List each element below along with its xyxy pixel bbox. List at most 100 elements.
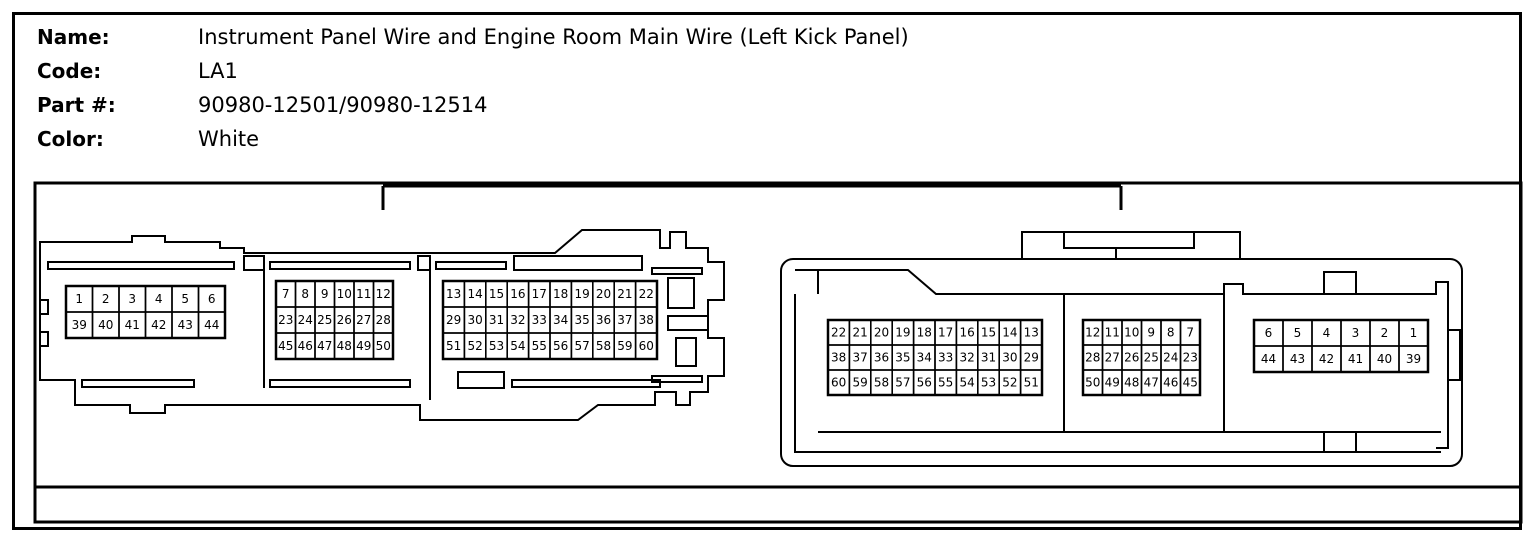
pin-number: 6 [208, 292, 216, 306]
pin-number: 43 [1290, 352, 1305, 366]
pin-number: 58 [596, 339, 611, 353]
pin-number: 46 [1163, 376, 1178, 390]
pin-number: 10 [337, 287, 352, 301]
pin-number: 42 [1319, 352, 1334, 366]
pin-number: 6 [1265, 326, 1273, 340]
pin-number: 34 [917, 351, 932, 365]
pin-number: 60 [831, 376, 846, 390]
pin-number: 27 [356, 313, 371, 327]
pin-number: 8 [1167, 326, 1175, 340]
pin-number: 51 [1024, 376, 1039, 390]
pin-number: 47 [1144, 376, 1159, 390]
pin-cell [1398, 345, 1429, 373]
pin-number: 29 [1024, 351, 1039, 365]
pin-number: 4 [1323, 326, 1331, 340]
pin-number: 2 [102, 292, 110, 306]
pin-number: 23 [1183, 351, 1198, 365]
pin-cell [634, 332, 658, 360]
pin-number: 39 [72, 318, 87, 332]
pin-number: 45 [278, 339, 293, 353]
pin-number: 22 [639, 287, 654, 301]
pin-number: 45 [1183, 376, 1198, 390]
pin-number: 47 [317, 339, 332, 353]
pin-number: 49 [1105, 376, 1120, 390]
pin-number: 12 [1085, 326, 1100, 340]
pin-number: 51 [446, 339, 461, 353]
pin-cell [1019, 369, 1043, 396]
pin-number: 37 [617, 313, 632, 327]
pin-number: 25 [317, 313, 332, 327]
pin-number: 52 [1002, 376, 1017, 390]
pin-number: 37 [852, 351, 867, 365]
pin-number: 57 [895, 376, 910, 390]
pin-number: 17 [938, 326, 953, 340]
pin-number: 22 [831, 326, 846, 340]
pin-number: 18 [917, 326, 932, 340]
pin-number: 9 [1147, 326, 1155, 340]
pin-number: 15 [981, 326, 996, 340]
pin-number: 16 [510, 287, 525, 301]
pin-number: 39 [1406, 352, 1421, 366]
pin-number: 24 [1163, 351, 1178, 365]
pin-number: 7 [282, 287, 290, 301]
right-connector-housing [780, 231, 1463, 467]
pin-number: 58 [874, 376, 889, 390]
pin-cell [197, 311, 226, 339]
pin-number: 30 [1002, 351, 1017, 365]
pin-number: 36 [874, 351, 889, 365]
pin-number: 3 [1352, 326, 1360, 340]
pin-number: 38 [831, 351, 846, 365]
pin-number: 30 [467, 313, 482, 327]
left-connector-housing [39, 229, 725, 421]
pin-number: 53 [981, 376, 996, 390]
pin-number: 40 [1377, 352, 1392, 366]
pin-number: 38 [639, 313, 654, 327]
pin-number: 2 [1381, 326, 1389, 340]
pin-number: 21 [617, 287, 632, 301]
pin-number: 25 [1144, 351, 1159, 365]
pin-number: 33 [532, 313, 547, 327]
pin-number: 33 [938, 351, 953, 365]
pin-number: 3 [128, 292, 136, 306]
pin-number: 24 [298, 313, 313, 327]
pin-number: 11 [1105, 326, 1120, 340]
pin-number: 13 [1024, 326, 1039, 340]
pin-number: 20 [596, 287, 611, 301]
pin-number: 16 [959, 326, 974, 340]
pin-number: 54 [510, 339, 525, 353]
pin-number: 1 [1410, 326, 1418, 340]
pin-number: 18 [553, 287, 568, 301]
pin-number: 21 [852, 326, 867, 340]
pin-number: 23 [278, 313, 293, 327]
pin-number: 14 [1002, 326, 1017, 340]
pin-number: 19 [574, 287, 589, 301]
pin-number: 1 [75, 292, 83, 306]
color-value: White [198, 127, 260, 151]
pin-number: 56 [917, 376, 932, 390]
pin-number: 27 [1105, 351, 1120, 365]
pin-number: 48 [337, 339, 352, 353]
pin-number: 53 [489, 339, 504, 353]
pin-number: 35 [574, 313, 589, 327]
pin-number: 40 [98, 318, 113, 332]
pin-number: 59 [852, 376, 867, 390]
pin-number: 12 [376, 287, 391, 301]
pin-number: 31 [489, 313, 504, 327]
pin-number: 7 [1186, 326, 1194, 340]
pin-number: 31 [981, 351, 996, 365]
pin-number: 5 [1294, 326, 1302, 340]
pin-number: 55 [938, 376, 953, 390]
pin-number: 26 [337, 313, 352, 327]
code-label: Code: [37, 59, 102, 83]
pin-number: 4 [155, 292, 163, 306]
pin-number: 8 [301, 287, 309, 301]
pin-cell [1179, 369, 1201, 396]
pin-number: 48 [1124, 376, 1139, 390]
pin-cell [372, 332, 394, 360]
